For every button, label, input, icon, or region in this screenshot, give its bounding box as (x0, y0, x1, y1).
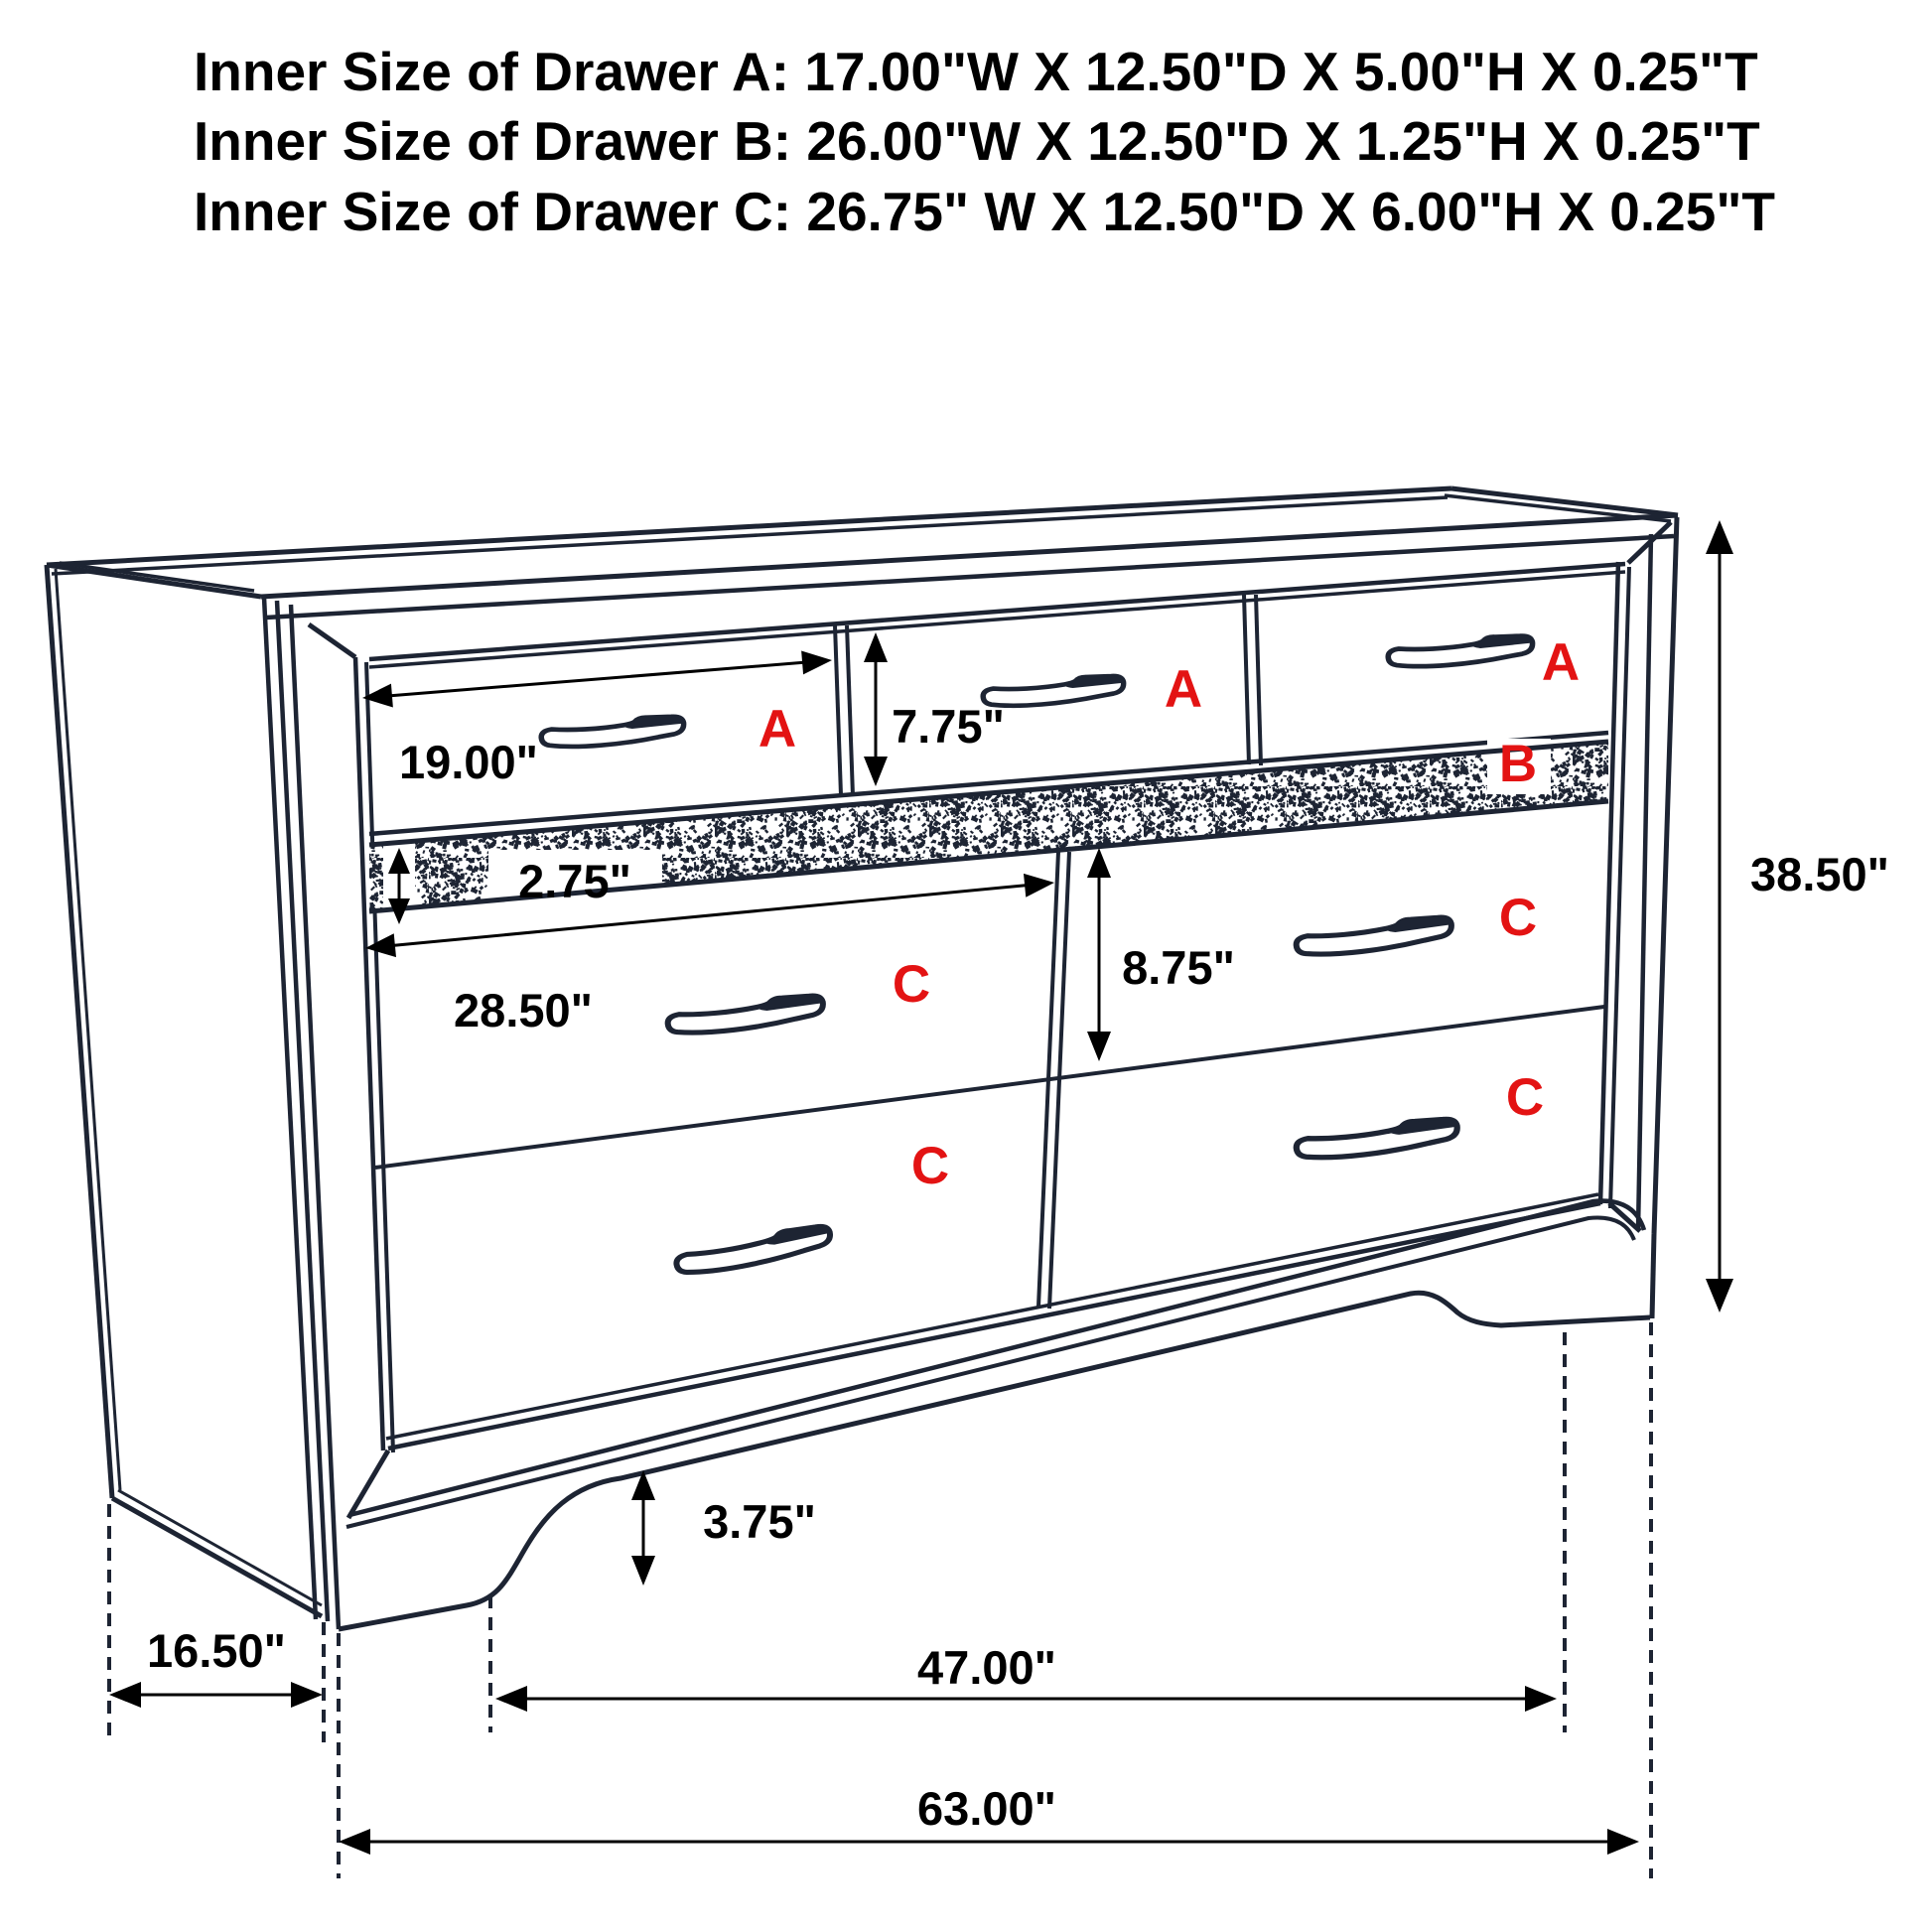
svg-text:B: B (1499, 735, 1537, 793)
svg-text:8.75": 8.75" (1122, 941, 1235, 994)
svg-text:Inner Size of Drawer B: 26.00": Inner Size of Drawer B: 26.00"W X 12.50"… (194, 110, 1760, 172)
svg-text:38.50": 38.50" (1750, 848, 1889, 900)
svg-text:7.75": 7.75" (892, 700, 1005, 753)
svg-text:2.75": 2.75" (518, 855, 631, 907)
svg-text:A: A (759, 700, 796, 759)
svg-text:C: C (1506, 1068, 1544, 1127)
svg-text:3.75": 3.75" (703, 1495, 816, 1548)
svg-text:19.00": 19.00" (399, 736, 538, 788)
svg-text:Inner Size of Drawer A: 17.00": Inner Size of Drawer A: 17.00"W X 12.50"… (194, 41, 1758, 102)
svg-text:C: C (911, 1137, 949, 1195)
svg-text:16.50": 16.50" (147, 1624, 286, 1677)
svg-text:47.00": 47.00" (917, 1641, 1056, 1694)
svg-text:A: A (1165, 660, 1202, 719)
svg-text:A: A (1542, 633, 1580, 692)
svg-text:28.50": 28.50" (454, 984, 593, 1036)
svg-text:C: C (1499, 889, 1537, 947)
svg-text:63.00": 63.00" (917, 1782, 1056, 1835)
svg-text:Inner Size of Drawer C: 26.75": Inner Size of Drawer C: 26.75" W X 12.50… (194, 181, 1775, 242)
svg-text:C: C (893, 955, 930, 1014)
